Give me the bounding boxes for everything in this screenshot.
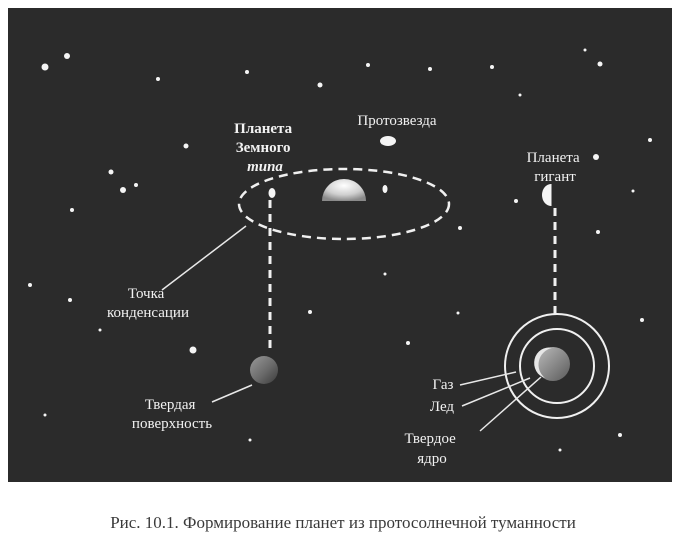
gas-envelope-ring [504, 313, 610, 419]
star [70, 208, 74, 212]
star [518, 93, 522, 97]
star [183, 143, 189, 149]
solid-surface-label-line: поверхность [132, 416, 212, 432]
star [631, 189, 635, 193]
gas-label: Газ [433, 377, 454, 393]
star [406, 341, 410, 345]
star [583, 48, 587, 52]
giant-planet-label-line: Планета [527, 150, 580, 166]
star [648, 138, 652, 142]
star [366, 63, 370, 67]
star [317, 82, 323, 88]
protoplanetary-disk [237, 167, 451, 241]
star [41, 63, 49, 71]
solid-core-label: Твердое ядро [404, 431, 459, 467]
solid-core-label-line: Твердое [404, 431, 456, 447]
star [134, 183, 138, 187]
ice-layer-ring [519, 328, 595, 404]
star [428, 67, 432, 71]
solid-core [536, 347, 570, 381]
terrestrial-planet-label-line: типа [247, 159, 283, 175]
star [558, 448, 562, 452]
star [308, 310, 312, 314]
star [456, 311, 460, 315]
star [248, 438, 252, 442]
terrestrial-planet [250, 356, 278, 384]
star [68, 298, 72, 302]
disk-planetesimal [382, 185, 388, 193]
star [245, 70, 249, 74]
star [156, 77, 160, 81]
star [43, 413, 47, 417]
stars [28, 48, 652, 452]
star [596, 230, 600, 234]
disk-planetesimal [380, 136, 396, 146]
terrestrial-planet-label-line: Земного [236, 140, 291, 156]
star [618, 433, 622, 437]
condensation-pointer [161, 225, 247, 291]
terrestrial-planet-label: Планета Земного типа [234, 121, 296, 175]
star [593, 154, 599, 160]
star [458, 226, 462, 230]
giant-planet-label: Планета гигант [527, 150, 584, 185]
star [108, 169, 114, 175]
star [120, 187, 126, 193]
ice-label: Лед [430, 399, 455, 415]
condensation-point-label-line: конденсации [107, 305, 189, 321]
solid-surface-label-line: Твердая [145, 397, 196, 413]
solid-surface-label: Твердая поверхность [132, 397, 212, 432]
ice-pointer [461, 377, 531, 407]
space-background [8, 8, 672, 482]
star [514, 199, 518, 203]
star [98, 328, 102, 332]
protostar [322, 179, 366, 201]
figure-caption: Рис. 10.1. Формирование планет из протос… [110, 513, 576, 532]
star [189, 346, 197, 354]
giant-planet-crescent [542, 184, 551, 206]
disk-planetesimal [268, 188, 276, 198]
terrestrial-planet-label-line: Планета [234, 121, 292, 137]
core-pointer [479, 376, 542, 432]
star [64, 53, 70, 59]
condensation-point-label: Точка конденсации [107, 286, 189, 321]
condensation-point-label-line: Точка [128, 286, 165, 302]
star [490, 65, 494, 69]
giant-planet-label-line: гигант [534, 169, 576, 185]
star [28, 283, 32, 287]
solid-core-label-line: ядро [417, 451, 447, 467]
gas-pointer [459, 371, 517, 386]
star [383, 272, 387, 276]
solid-core-crescent [534, 347, 552, 378]
star [640, 318, 644, 322]
protostar-label: Протозвезда [357, 113, 437, 129]
surface-pointer [211, 384, 253, 403]
star [597, 61, 603, 67]
